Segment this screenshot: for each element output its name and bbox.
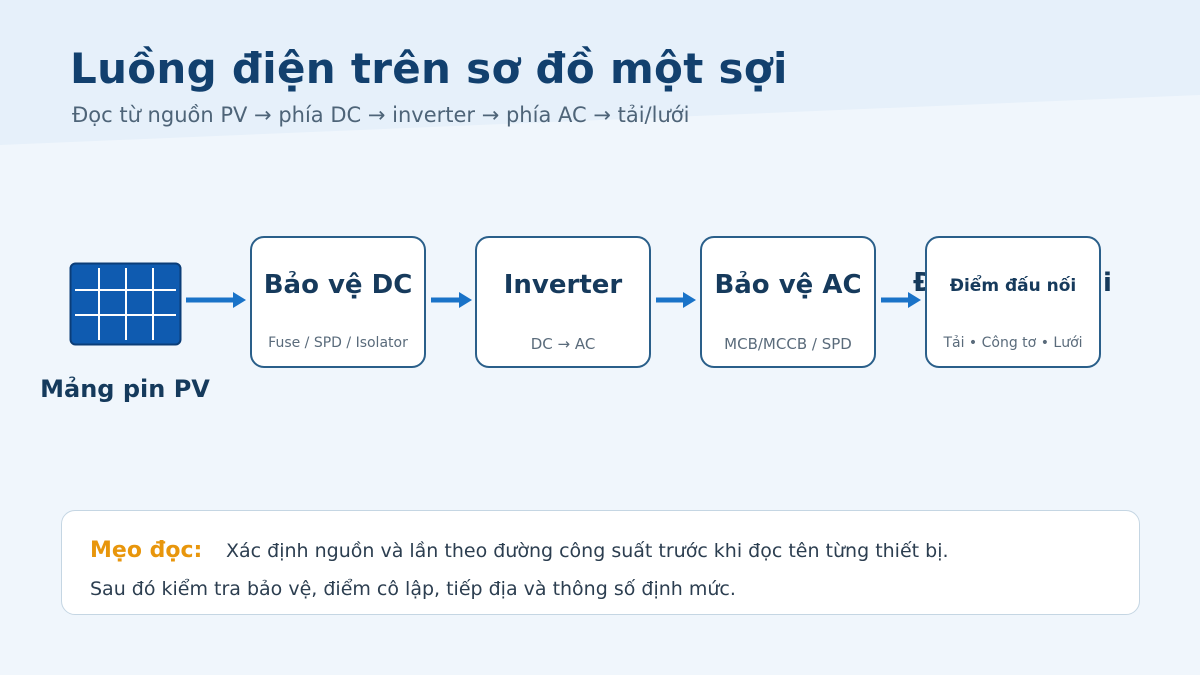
block-title: Điểm đấu nối	[949, 276, 1077, 296]
tip-text-line1: Xác định nguồn và lần theo đường công su…	[226, 540, 949, 562]
block-connection-point: Điểm đấu nối Tải • Công tơ • Lưới	[925, 236, 1101, 368]
block-title: Bảo vệ AC	[714, 270, 862, 300]
reading-tip-card: Mẹo đọc: Xác định nguồn và lần theo đườn…	[61, 510, 1140, 615]
block-dc-protection: Bảo vệ DC Fuse / SPD / Isolator	[250, 236, 426, 368]
pv-array-label: Mảng pin PV	[40, 375, 210, 403]
tip-text-line2: Sau đó kiểm tra bảo vệ, điểm cô lập, tiế…	[90, 578, 736, 600]
block-subtitle: DC → AC	[530, 335, 596, 353]
tip-label: Mẹo đọc:	[90, 538, 203, 563]
page-title: Luồng điện trên sơ đồ một sợi	[70, 44, 788, 93]
block-subtitle: Fuse / SPD / Isolator	[268, 335, 408, 351]
block-title: Inverter	[503, 270, 623, 300]
page-subtitle: Đọc từ nguồn PV → phía DC → inverter → p…	[72, 103, 690, 127]
solar-panel-icon	[69, 262, 182, 346]
block-title: Bảo vệ DC	[263, 270, 413, 300]
block-ac-protection: Bảo vệ AC MCB/MCCB / SPD	[700, 236, 876, 368]
connection-point-overflow-right: i	[1103, 268, 1112, 298]
block-subtitle: MCB/MCCB / SPD	[724, 335, 852, 353]
block-subtitle: Tải • Công tơ • Lưới	[943, 335, 1083, 351]
block-inverter: Inverter DC → AC	[475, 236, 651, 368]
